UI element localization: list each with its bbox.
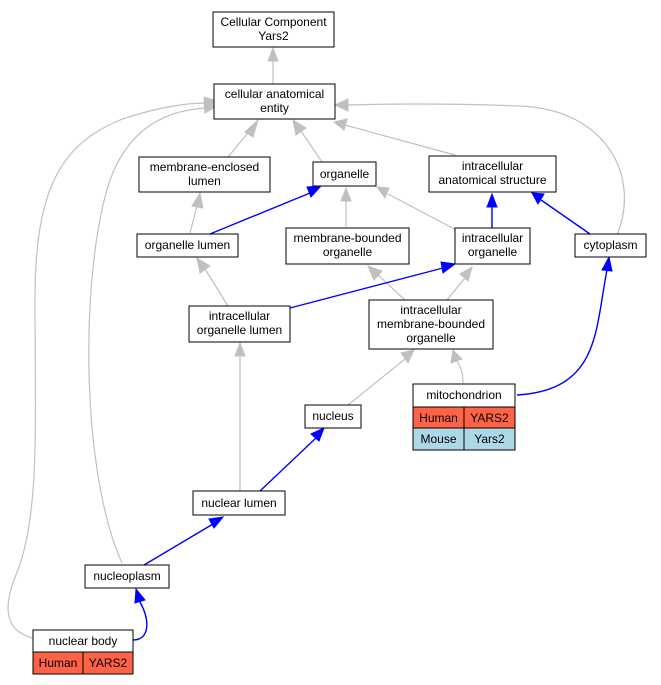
arrowhead (203, 96, 219, 109)
edge-intracellular-organelle-lumen-to-organelle-lumen (204, 268, 229, 307)
arrowhead (292, 118, 307, 136)
node-label: intracellular (462, 231, 523, 245)
edge-mitochondrion-part-of-cytoplasm (516, 269, 608, 396)
arrowhead (333, 98, 349, 112)
node-label: cellular anatomical (225, 87, 324, 101)
arrowhead (234, 341, 246, 357)
node-label: entity (260, 101, 289, 115)
edge-nuclear-lumen-part-of-nucleus (259, 437, 317, 492)
arrowhead (134, 587, 146, 604)
edge-nucleus-to-intracellular-membrane-bounded (347, 358, 406, 406)
node-cytoplasm[interactable]: cytoplasm (574, 233, 647, 258)
annotation-row-human: Human YARS2 (32, 651, 134, 675)
annotation-row-human: Human YARS2 (412, 406, 516, 429)
node-membrane-enclosed-lumen[interactable]: membrane-enclosed lumen (138, 156, 271, 193)
node-mitochondrion[interactable]: mitochondrion Human YARS2 Mouse Yars2 (412, 383, 516, 451)
gene-label: YARS2 (89, 656, 128, 670)
node-nucleus[interactable]: nucleus (304, 404, 362, 429)
node-label: intracellular (400, 303, 461, 317)
node-label: nucleus (312, 409, 353, 423)
arrowhead (191, 191, 204, 209)
node-intracellular-anatomical-structure[interactable]: intracellular anatomical structure (428, 155, 557, 193)
node-nuclear-lumen[interactable]: nuclear lumen (192, 490, 286, 516)
species-label: Mouse (420, 432, 456, 446)
node-intracellular-membrane-bounded-organelle[interactable]: intracellular membrane-bounded organelle (368, 299, 494, 350)
node-membrane-bounded-organelle[interactable]: membrane-bounded organelle (285, 227, 410, 265)
node-nuclear-body[interactable]: nuclear body Human YARS2 (32, 629, 134, 675)
edge-intracellular-organelle-lumen-part-of-intracellular-organelle (289, 267, 444, 309)
arrowhead (340, 186, 352, 202)
edge-intracellular-structure-to-entity (344, 124, 456, 156)
arrowhead (367, 265, 383, 281)
edge-organelle-lumen-part-of-organelle (209, 192, 311, 235)
gene-label: YARS2 (470, 411, 509, 425)
node-label: nucleoplasm (93, 569, 160, 583)
node-cellular-anatomical-entity[interactable]: cellular anatomical entity (213, 83, 336, 120)
arrowhead (375, 186, 390, 200)
species-label: Human (39, 656, 78, 670)
node-label: cytoplasm (583, 238, 637, 252)
node-label: membrane-bounded (293, 231, 401, 245)
node-label: nuclear lumen (201, 496, 276, 510)
node-label: organelle lumen (197, 323, 282, 337)
arrowhead (332, 118, 348, 131)
node-label: anatomical structure (438, 173, 546, 187)
arrowhead (244, 118, 259, 138)
node-cellular-component-root[interactable]: Cellular Component Yars2 (212, 11, 335, 48)
edge-intracellular-membrane-bounded-to-membrane-bounded (377, 274, 406, 301)
edges (7, 46, 625, 641)
edge-mitochondrion-to-intracellular-membrane-bounded (456, 360, 464, 384)
arrowhead (208, 516, 225, 529)
edge-nucleoplasm-part-of-nuclear-lumen (143, 523, 214, 566)
edge-cytoplasm-to-entity (347, 103, 625, 236)
gene-label: Yars2 (474, 432, 505, 446)
node-label: organelle (323, 245, 373, 259)
node-label: lumen (188, 174, 221, 188)
arrowhead (486, 192, 498, 208)
node-intracellular-organelle-lumen[interactable]: intracellular organelle lumen (188, 305, 291, 343)
arrowhead (531, 192, 545, 206)
arrowhead (601, 255, 613, 272)
arrowhead (400, 349, 415, 364)
arrowhead (459, 265, 473, 282)
node-label: membrane-bounded (377, 317, 485, 331)
node-label: Cellular Component (220, 15, 327, 29)
arrowhead (440, 261, 457, 274)
node-label: intracellular (462, 159, 523, 173)
node-label: Yars2 (258, 29, 289, 43)
edge-nuclear-body-to-entity (7, 102, 207, 639)
edge-nuclear-body-part-of-nucleoplasm (132, 601, 148, 641)
arrowhead (450, 348, 463, 364)
species-label: Human (419, 411, 458, 425)
edge-intracellular-membrane-bounded-to-intracellular-organelle (446, 277, 466, 301)
edge-organelle-to-entity (300, 130, 323, 163)
node-label: mitochondrion (426, 388, 501, 402)
node-label: membrane-enclosed (150, 160, 259, 174)
node-organelle[interactable]: organelle (312, 161, 377, 187)
edge-intracellular-organelle-to-organelle (387, 193, 461, 233)
annotation-row-mouse: Mouse Yars2 (412, 427, 516, 451)
edge-nucleoplasm-to-entity (88, 107, 207, 564)
node-label: organelle (320, 167, 370, 181)
node-label: nuclear body (49, 634, 118, 648)
node-label: organelle (468, 245, 518, 259)
arrowhead (267, 46, 279, 62)
node-organelle-lumen[interactable]: organelle lumen (136, 233, 239, 258)
node-label: intracellular (209, 309, 270, 323)
edge-organelle-lumen-to-membrane-enclosed-lumen (189, 205, 198, 234)
nodes: Cellular Component Yars2 cellular anatom… (32, 11, 647, 675)
node-intracellular-organelle[interactable]: intracellular organelle (454, 227, 531, 265)
arrowhead (196, 256, 211, 274)
edge-cytoplasm-part-of-intracellular-structure (540, 199, 591, 235)
node-label: organelle lumen (145, 238, 230, 252)
arrowhead (306, 185, 323, 198)
node-nucleoplasm[interactable]: nucleoplasm (84, 564, 170, 589)
node-label: organelle (406, 331, 456, 345)
arrowhead (310, 427, 325, 442)
